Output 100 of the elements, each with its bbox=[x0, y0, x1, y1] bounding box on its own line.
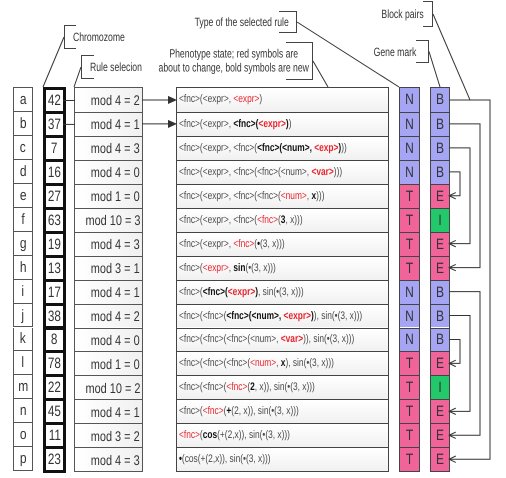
gene-value-cell bbox=[46, 138, 63, 159]
rule-selection-cell bbox=[75, 256, 142, 280]
gene-mark-cell bbox=[430, 328, 449, 352]
rule-type-cell bbox=[400, 112, 418, 136]
phenotype-expression: <fnc>(<fnc>(<fnc>(<num>, <var>)), sin(•(3, x))) bbox=[179, 334, 354, 346]
rule-type-letter: T bbox=[406, 260, 413, 276]
gene-mark-cell bbox=[430, 351, 449, 376]
rule-type-letter: N bbox=[404, 92, 414, 108]
rule-type-cell bbox=[400, 399, 418, 424]
row-letter: p bbox=[20, 451, 26, 466]
gene-value: 78 bbox=[48, 356, 61, 372]
gene-value: 42 bbox=[48, 92, 61, 108]
row-letter-cell bbox=[13, 375, 33, 400]
rule-selection-cell bbox=[75, 447, 142, 472]
rule-type-letter: N bbox=[404, 284, 414, 300]
rule-selection-formula: mod 4 = 1 bbox=[91, 404, 140, 419]
rule-type-cell bbox=[400, 423, 418, 448]
rule-selection-column bbox=[74, 87, 143, 472]
rule-type-cell bbox=[400, 256, 418, 280]
phenotype-expression: •(cos(+(2,x)), sin(•(3, x))) bbox=[179, 454, 271, 466]
rule-selection-formula: mod 10 = 3 bbox=[85, 213, 140, 228]
leader-line bbox=[428, 51, 440, 88]
row-letter: f bbox=[21, 212, 25, 227]
row-letter-cell bbox=[13, 447, 33, 472]
rule-selection-formula: mod 4 = 2 bbox=[91, 309, 140, 324]
rule-type-cell bbox=[400, 184, 418, 208]
pairing-arrow bbox=[448, 315, 470, 416]
gene-value: 17 bbox=[48, 284, 61, 300]
rule-type-cell bbox=[400, 447, 418, 472]
gene-value-cell bbox=[46, 234, 63, 255]
gene-value-cell bbox=[46, 401, 63, 422]
rule-selection-cell bbox=[75, 375, 142, 400]
row-letter-cell bbox=[13, 351, 33, 376]
gene-value-cell bbox=[46, 258, 63, 279]
rule-type-letter: T bbox=[406, 236, 413, 252]
gene-mark-cell bbox=[430, 88, 449, 112]
gene-mark-letter: B bbox=[436, 116, 444, 132]
gene-mark-cell bbox=[430, 256, 449, 280]
gene-mark-letter: B bbox=[436, 140, 444, 156]
gene-mark-letter: B bbox=[436, 284, 444, 300]
rule-type-letter: N bbox=[404, 308, 414, 324]
phenotype-cell bbox=[177, 328, 388, 352]
gene-value: 45 bbox=[48, 404, 61, 420]
arrow bbox=[142, 120, 178, 128]
gene-mark-letter: E bbox=[436, 452, 444, 468]
gene-value: 7 bbox=[51, 140, 58, 156]
phenotype-cell bbox=[177, 232, 388, 256]
phenotype-expression: <fnc>(<expr>, <fnc>(<fnc>(3, x))) bbox=[179, 214, 303, 226]
rule-type-letter: N bbox=[404, 332, 414, 348]
gene-value: 13 bbox=[48, 260, 61, 276]
row-letter: e bbox=[20, 188, 26, 203]
row-letter-cell bbox=[13, 280, 33, 304]
rule-selection-formula: mod 4 = 3 bbox=[91, 141, 140, 156]
rule-selection-formula: mod 4 = 0 bbox=[91, 332, 140, 347]
rule-type-letter: T bbox=[406, 356, 413, 372]
phenotype-expression: <fnc>(<fnc>(<fnc>(<num>, x), sin(•(3, x))) bbox=[179, 358, 334, 370]
gene-mark-letter: E bbox=[436, 356, 444, 372]
gene-value-cell bbox=[46, 186, 63, 207]
gene-value: 37 bbox=[48, 116, 61, 132]
row-letter-cell bbox=[13, 423, 33, 448]
rule-selection-formula: mod 4 = 1 bbox=[91, 117, 140, 132]
connector-line bbox=[62, 124, 76, 125]
rule-type-letter: T bbox=[406, 188, 413, 204]
connector-line bbox=[62, 100, 76, 101]
gene-mark-letter: E bbox=[436, 236, 444, 252]
rule-selection-cell bbox=[75, 160, 142, 184]
gene-mark-cell bbox=[430, 112, 449, 136]
phenotype-cell bbox=[177, 447, 388, 472]
callout-label: Block pairs bbox=[382, 6, 424, 22]
rule-type-letter: T bbox=[406, 452, 413, 468]
row-letter: d bbox=[20, 164, 26, 179]
rule-selection-cell bbox=[75, 208, 142, 232]
callout-label: Gene mark bbox=[373, 44, 416, 59]
row-letter-cell bbox=[13, 160, 33, 184]
row-letter: o bbox=[20, 427, 26, 442]
gene-value-cell bbox=[46, 449, 63, 470]
pairing-arrow bbox=[448, 291, 480, 439]
gene-value: 8 bbox=[51, 332, 58, 348]
rule-type-letter: T bbox=[406, 428, 413, 444]
gene-value: 11 bbox=[48, 428, 61, 444]
gene-mark-letter: E bbox=[436, 260, 444, 276]
phenotype-expression: <fnc>(<fnc>(<fnc>(2, x)), sin(•(3, x))) bbox=[179, 382, 315, 394]
rule-selection-cell bbox=[75, 399, 142, 424]
callout-label: Chromozome bbox=[73, 30, 125, 44]
rule-type-cell bbox=[400, 232, 418, 256]
gene-mark-letter: E bbox=[436, 428, 444, 444]
pairing-arrow bbox=[448, 171, 460, 200]
rule-selection-cell bbox=[75, 232, 142, 256]
rule-type-cell bbox=[400, 160, 418, 184]
gene-mark-letter: E bbox=[436, 188, 444, 204]
callout-label: Phenotype state; red symbols are about to change, bold symbols are new bbox=[157, 46, 309, 76]
row-letter: j bbox=[22, 308, 24, 323]
rule-type-letter: T bbox=[406, 404, 413, 420]
rule-selection-formula: mod 3 = 2 bbox=[91, 428, 140, 443]
leader-line bbox=[42, 36, 64, 88]
row-letter: h bbox=[20, 260, 26, 275]
callout-label: Type of the selected rule bbox=[194, 14, 289, 30]
rule-selection-formula: mod 3 = 1 bbox=[91, 261, 140, 276]
phenotype-cell bbox=[177, 399, 388, 424]
phenotype-expression: <fnc>(<fnc>(<expr>), sin(•(3, x))) bbox=[179, 286, 304, 298]
